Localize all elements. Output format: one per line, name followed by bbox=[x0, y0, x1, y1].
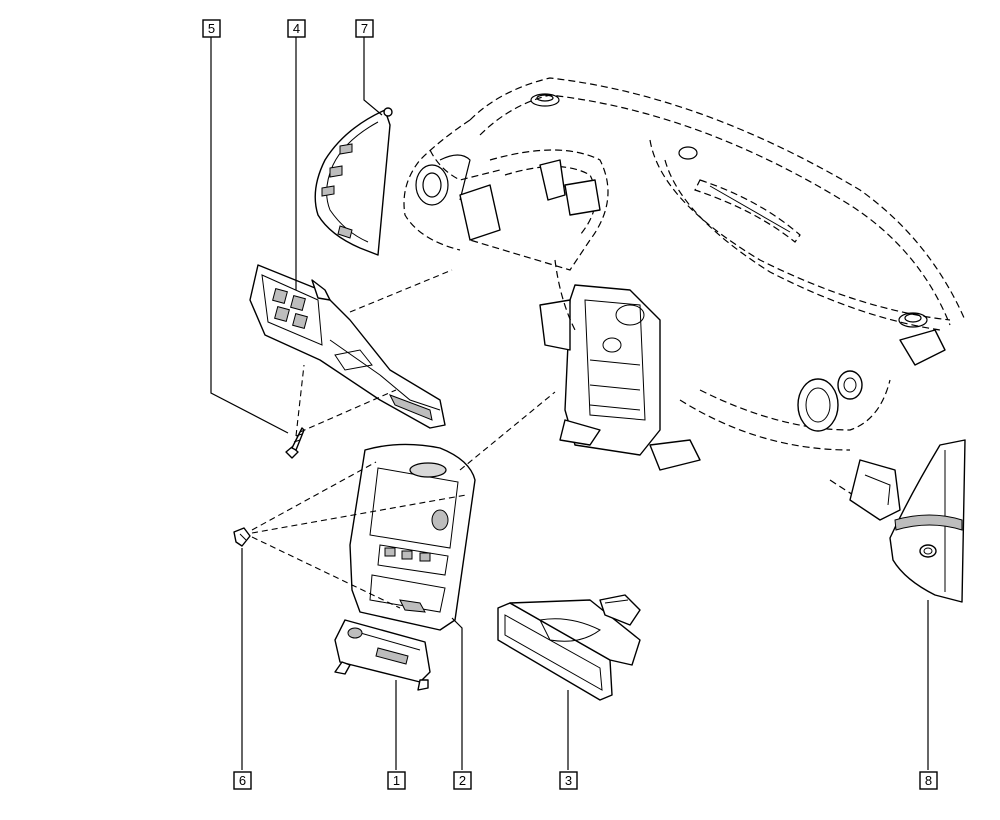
part-4-switch-panel bbox=[249, 264, 446, 429]
callout-3: 3 bbox=[559, 771, 578, 790]
callout-label: 1 bbox=[393, 773, 400, 788]
leader-lines bbox=[210, 37, 929, 770]
part-3-storage-tray bbox=[497, 594, 641, 701]
callout-6: 6 bbox=[233, 771, 252, 790]
callout-label: 2 bbox=[459, 773, 466, 788]
callout-1: 1 bbox=[387, 771, 406, 790]
callout-7: 7 bbox=[355, 19, 374, 38]
part-5-screw bbox=[285, 427, 305, 459]
dashboard-assembly bbox=[403, 77, 966, 521]
callout-label: 5 bbox=[208, 21, 215, 36]
callout-4: 4 bbox=[287, 19, 306, 38]
assembly-lines bbox=[251, 269, 556, 609]
callout-label: 6 bbox=[239, 773, 246, 788]
callout-2: 2 bbox=[453, 771, 472, 790]
callout-label: 7 bbox=[361, 21, 368, 36]
part-2-center-bezel bbox=[349, 443, 476, 631]
callout-5: 5 bbox=[202, 19, 221, 38]
callout-label: 8 bbox=[925, 773, 932, 788]
part-7-corner-trim bbox=[314, 107, 393, 256]
callout-label: 3 bbox=[565, 773, 572, 788]
callout-label: 4 bbox=[293, 21, 300, 36]
part-1-lower-trim bbox=[334, 619, 431, 691]
part-8-end-cap bbox=[889, 439, 966, 603]
callout-8: 8 bbox=[919, 771, 938, 790]
part-6-clip bbox=[233, 527, 251, 547]
